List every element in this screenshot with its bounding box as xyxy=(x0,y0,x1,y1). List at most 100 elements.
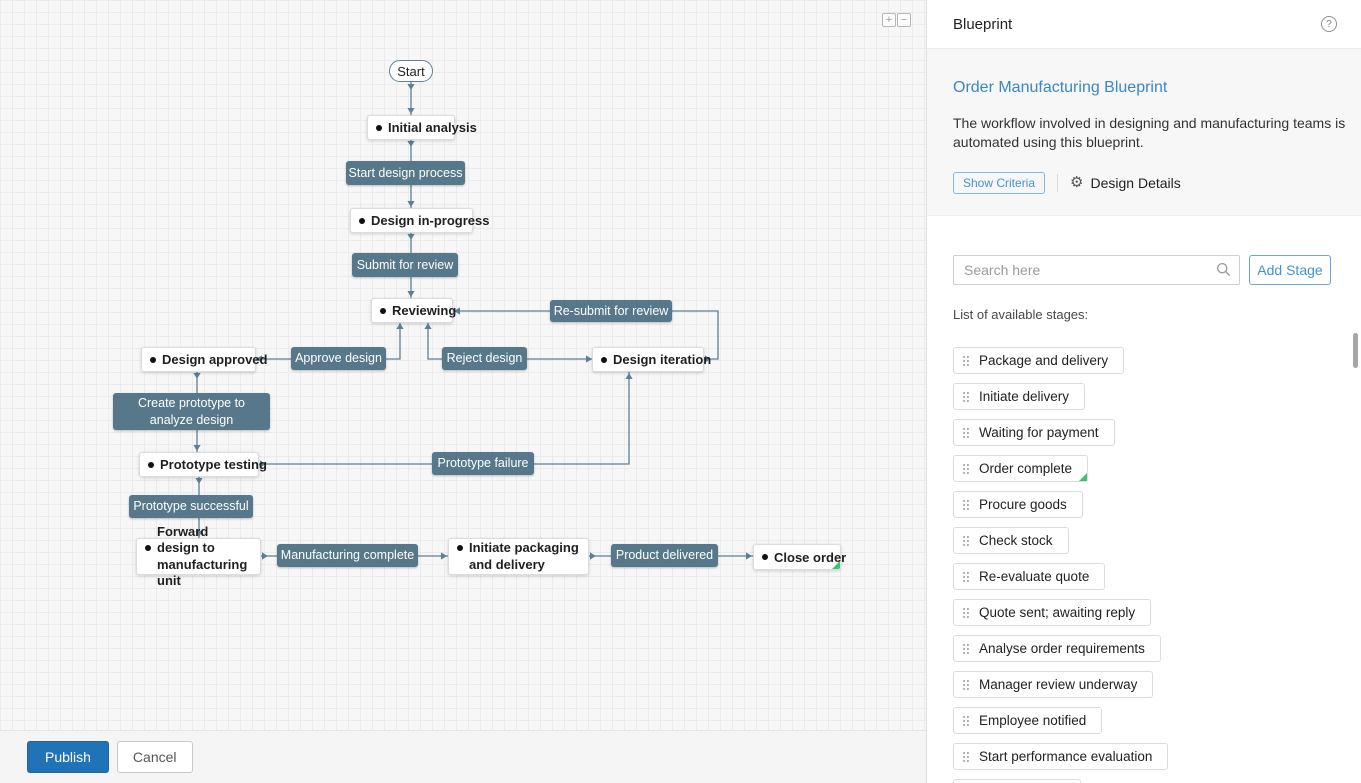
stage-row xyxy=(953,778,1335,783)
stage-chip[interactable]: Manager review underway xyxy=(953,670,1154,698)
state-bullet-icon xyxy=(148,461,154,468)
stage-chip-label: Initiate delivery xyxy=(979,388,1070,404)
panel-scrollbar-thumb[interactable] xyxy=(1353,333,1358,368)
stage-row: Manager review underway xyxy=(953,670,1335,707)
transition-node-approve-design[interactable]: Approve design xyxy=(291,347,386,370)
state-bullet-icon xyxy=(145,545,151,551)
stage-chip[interactable] xyxy=(953,778,1081,783)
stage-list-label: List of available stages: xyxy=(953,306,1089,322)
stage-chip-label: Package and delivery xyxy=(979,352,1109,368)
state-node-close-order[interactable]: Close order xyxy=(753,544,846,570)
start-node-start[interactable]: Start xyxy=(389,60,433,82)
drag-handle-icon xyxy=(963,354,970,366)
stage-chip[interactable]: Check stock xyxy=(953,526,1069,554)
node-label: Prototype failure xyxy=(437,456,529,471)
state-node-design-approved[interactable]: Design approved xyxy=(141,347,267,372)
stage-chip[interactable]: Quote sent; awaiting reply xyxy=(953,598,1152,626)
panel-title: Blueprint xyxy=(953,15,1013,33)
node-label: Product delivered xyxy=(615,548,714,563)
drag-handle-icon xyxy=(963,534,970,546)
node-label: Approve design xyxy=(295,351,382,366)
stage-row: Start performance evaluation xyxy=(953,742,1335,779)
node-label: Design in-progress xyxy=(371,213,490,228)
stage-row: Waiting for payment xyxy=(953,418,1335,455)
state-node-forward-design[interactable]: Forward design to manufacturing unit xyxy=(136,524,261,588)
drag-handle-icon xyxy=(963,606,970,618)
node-label: Re-submit for review xyxy=(553,303,669,318)
zoom-out-button[interactable]: − xyxy=(897,13,911,27)
stage-row: Package and delivery xyxy=(953,346,1335,383)
stage-chip[interactable]: Start performance evaluation xyxy=(953,742,1169,770)
transition-node-manufacturing-complete[interactable]: Manufacturing complete xyxy=(277,544,418,567)
blueprint-name: Order Manufacturing Blueprint xyxy=(953,79,1168,96)
node-label: Start design process xyxy=(348,165,463,180)
panel-header: Blueprint ? xyxy=(927,0,1361,49)
stage-row: Procure goods xyxy=(953,490,1335,527)
transition-node-prototype-successful[interactable]: Prototype successful xyxy=(129,495,253,518)
stage-chip[interactable]: Order complete xyxy=(953,454,1089,482)
state-node-design-in-progress[interactable]: Design in-progress xyxy=(350,208,489,233)
stage-chip[interactable]: Analyse order requirements xyxy=(953,634,1161,662)
stage-chip[interactable]: Re-evaluate quote xyxy=(953,562,1106,590)
add-stage-button[interactable]: Add Stage xyxy=(1249,254,1331,285)
transition-node-start-design-process[interactable]: Start design process xyxy=(346,161,465,185)
blueprint-info-block: Order Manufacturing Blueprint The workfl… xyxy=(927,49,1361,216)
vertical-divider xyxy=(1057,173,1059,192)
zoom-in-button[interactable]: + xyxy=(882,13,896,27)
stage-chip-label: Order complete xyxy=(979,460,1073,476)
search-row: Add Stage xyxy=(953,254,1331,285)
state-node-reviewing[interactable]: Reviewing xyxy=(371,298,457,323)
stage-row: Order complete xyxy=(953,454,1335,491)
search-input[interactable] xyxy=(953,254,1240,285)
state-node-initial-analysis[interactable]: Initial analysis xyxy=(367,115,477,140)
stage-row: Employee notified xyxy=(953,706,1335,743)
blueprint-description: The workflow involved in designing and m… xyxy=(953,114,1348,152)
node-label: Close order xyxy=(774,549,847,565)
stage-chip-label: Check stock xyxy=(979,532,1053,548)
stage-chip[interactable]: Initiate delivery xyxy=(953,382,1086,410)
description-line: The workflow involved in designing and m… xyxy=(953,115,1346,131)
node-label: Create prototype to analyze design xyxy=(137,396,245,427)
node-label: Reviewing xyxy=(392,303,457,318)
blueprint-panel: Blueprint ? Order Manufacturing Blueprin… xyxy=(926,0,1361,783)
show-criteria-button[interactable]: Show Criteria xyxy=(953,171,1046,194)
stage-row: Quote sent; awaiting reply xyxy=(953,598,1335,635)
stage-chip[interactable]: Procure goods xyxy=(953,490,1083,518)
end-stage-marker xyxy=(1079,472,1088,481)
node-label: Start xyxy=(397,63,425,79)
help-icon[interactable]: ? xyxy=(1321,16,1337,32)
transition-node-resubmit-for-review[interactable]: Re-submit for review xyxy=(550,300,672,322)
transition-node-reject-design[interactable]: Reject design xyxy=(442,347,527,370)
state-node-design-iteration[interactable]: Design iteration xyxy=(592,347,711,372)
state-node-prototype-testing[interactable]: Prototype testing xyxy=(139,452,267,477)
transition-node-create-prototype[interactable]: Create prototype to analyze design xyxy=(113,393,270,430)
panel-content: Add Stage List of available stages: Pack… xyxy=(927,216,1361,783)
stage-chip-label: Analyse order requirements xyxy=(979,640,1145,656)
stage-chip[interactable]: Waiting for payment xyxy=(953,418,1115,446)
stage-row: Check stock xyxy=(953,526,1335,563)
transition-node-product-delivered[interactable]: Product delivered xyxy=(611,544,718,567)
drag-handle-icon xyxy=(963,714,970,726)
transition-node-prototype-failure[interactable]: Prototype failure xyxy=(432,452,534,475)
stage-chip[interactable]: Employee notified xyxy=(953,706,1103,734)
publish-button[interactable]: Publish xyxy=(27,741,109,773)
node-label: Forward design to manufacturing unit xyxy=(157,524,248,588)
stage-chip-label: Quote sent; awaiting reply xyxy=(979,604,1136,620)
node-label: Prototype testing xyxy=(160,457,267,472)
node-label: Manufacturing complete xyxy=(280,548,415,563)
stage-chip-label: Procure goods xyxy=(979,496,1067,512)
gear-icon: ⚙ xyxy=(1070,173,1084,192)
stage-chip[interactable]: Package and delivery xyxy=(953,346,1125,374)
state-bullet-icon xyxy=(376,124,382,131)
drag-handle-icon xyxy=(963,750,970,762)
drag-handle-icon xyxy=(963,678,970,690)
cancel-button[interactable]: Cancel xyxy=(116,741,193,773)
node-label: Initiate packaging and delivery xyxy=(469,540,579,572)
design-details-button[interactable]: ⚙ Design Details xyxy=(1070,175,1181,191)
state-node-initiate-packaging[interactable]: Initiate packaging and delivery xyxy=(448,538,589,575)
stage-chip-label: Waiting for payment xyxy=(979,424,1099,440)
transition-node-submit-for-review[interactable]: Submit for review xyxy=(352,253,458,277)
